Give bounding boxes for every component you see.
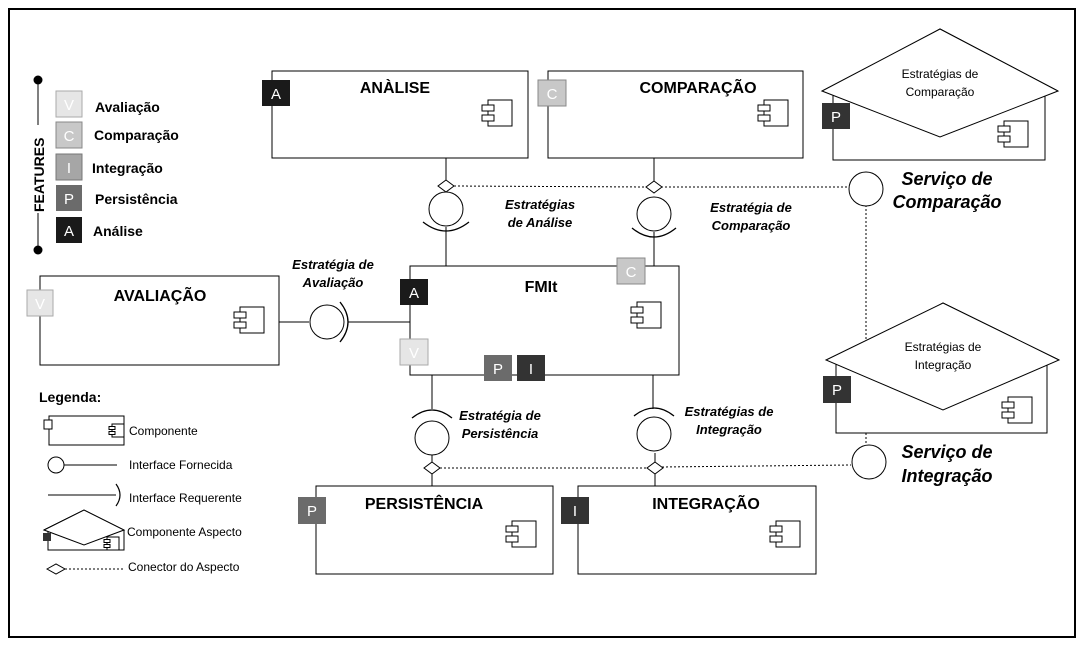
feature-label: Análise xyxy=(93,223,143,239)
component-avaliacao: V AVALIAÇÃO xyxy=(26,275,280,366)
feature-item-comparacao: C Comparação xyxy=(55,121,179,149)
features-panel: FEATURES V Avaliação C Comparação I Inte… xyxy=(30,75,179,255)
badge-c: C xyxy=(626,264,637,281)
component-analise: A ANÀLISE xyxy=(262,70,529,159)
component-title: ANÀLISE xyxy=(360,78,431,97)
badge-i: I xyxy=(573,503,577,520)
label-integracao-line1: Estratégias de xyxy=(685,404,774,419)
aspect-component-comparacao: Estratégias de Comparação P xyxy=(820,28,1060,161)
label-avaliacao-line2: Avaliação xyxy=(302,275,364,290)
legend: Legenda: Componente Interface Fornecida … xyxy=(39,389,242,575)
aspect-connectors xyxy=(440,185,867,469)
interface-labels: Estratégias de Análise Estratégia de Com… xyxy=(292,197,792,441)
feature-label: Integração xyxy=(92,160,163,176)
badge-p: P xyxy=(831,109,841,126)
legend-item-conector-aspecto: Conector do Aspecto xyxy=(45,560,240,575)
component-comparacao: C COMPARAÇÃO xyxy=(537,70,804,159)
feature-badge: C xyxy=(64,128,75,145)
component-persistencia: P PERSISTÊNCIA xyxy=(298,485,554,575)
label-integracao-line2: Integração xyxy=(696,422,762,437)
label-persistencia-line1: Estratégia de xyxy=(459,408,541,423)
required-interfaces xyxy=(339,221,677,419)
badge-p: P xyxy=(832,382,842,399)
badge-p: P xyxy=(493,361,503,378)
legend-label: Conector do Aspecto xyxy=(128,560,240,574)
badge-v: V xyxy=(409,345,419,362)
feature-badge: I xyxy=(67,160,71,177)
feature-label: Comparação xyxy=(94,127,179,143)
feature-badge: P xyxy=(64,191,74,208)
aspect-title-line2: Comparação xyxy=(906,85,975,99)
badge-a: A xyxy=(271,86,281,103)
legend-label: Componente xyxy=(129,424,198,438)
feature-label: Avaliação xyxy=(95,99,160,115)
component-title: FMIt xyxy=(525,279,559,296)
legend-label: Componente Aspecto xyxy=(127,525,242,539)
provided-interfaces xyxy=(309,171,887,480)
component-fmit: FMIt A C V P I xyxy=(399,257,680,381)
service-comparacao-line2: Comparação xyxy=(892,192,1001,212)
feature-item-avaliacao: V Avaliação xyxy=(55,90,160,118)
service-comparacao-line1: Serviço de xyxy=(901,169,992,189)
badge-a: A xyxy=(409,285,419,302)
label-comparacao-line1: Estratégia de xyxy=(710,200,792,215)
component-title: COMPARAÇÃO xyxy=(639,77,756,97)
component-title: AVALIAÇÃO xyxy=(114,285,207,305)
aspect-title-line1: Estratégias de xyxy=(902,67,979,81)
aspect-title-line1: Estratégias de xyxy=(905,340,982,354)
feature-label: Persistência xyxy=(95,191,178,207)
label-persistencia-line2: Persistência xyxy=(462,426,539,441)
service-integracao-line2: Integração xyxy=(901,466,992,486)
feature-item-analise: A Análise xyxy=(56,217,143,243)
feature-badge: V xyxy=(64,97,74,114)
legend-label: Interface Requerente xyxy=(129,491,242,505)
features-title: FEATURES xyxy=(31,138,47,212)
label-analise-line1: Estratégias xyxy=(505,197,575,212)
legend-title: Legenda: xyxy=(39,389,101,405)
aspect-component-integracao: Estratégias de Integração P xyxy=(823,302,1061,434)
label-comparacao-line2: Comparação xyxy=(712,218,791,233)
component-title: PERSISTÊNCIA xyxy=(365,494,484,513)
label-analise-line2: de Análise xyxy=(508,215,573,230)
legend-item-interface-requerente: Interface Requerente xyxy=(48,483,242,507)
legend-item-componente-aspecto: Componente Aspecto xyxy=(42,509,242,551)
component-integracao: I INTEGRAÇÃO xyxy=(561,485,817,575)
badge-v: V xyxy=(35,296,45,313)
badge-c: C xyxy=(547,86,558,103)
component-title: INTEGRAÇÃO xyxy=(652,493,760,513)
aspect-connector-diamonds xyxy=(423,179,664,475)
feature-item-integracao: I Integração xyxy=(55,153,163,181)
service-integracao-line1: Serviço de xyxy=(901,442,992,462)
badge-p: P xyxy=(307,503,317,520)
feature-item-persistencia: P Persistência xyxy=(56,185,178,211)
legend-label: Interface Fornecida xyxy=(129,458,233,472)
aspect-title-line2: Integração xyxy=(915,358,972,372)
legend-item-componente: Componente xyxy=(43,415,198,446)
service-labels: Serviço de Comparação Serviço de Integra… xyxy=(892,169,1001,486)
label-avaliacao-line1: Estratégia de xyxy=(292,257,374,272)
feature-badge: A xyxy=(64,223,74,240)
badge-i: I xyxy=(529,361,533,378)
legend-item-interface-fornecida: Interface Fornecida xyxy=(47,456,233,474)
